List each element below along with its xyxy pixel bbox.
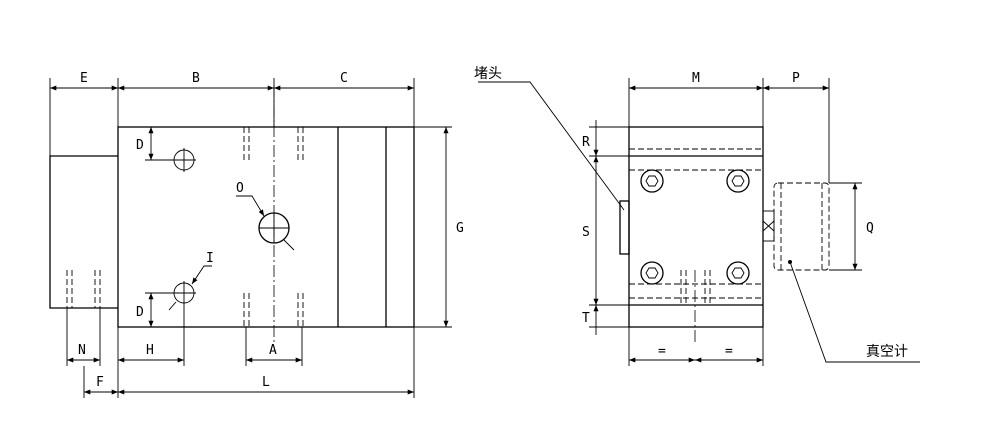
callout-vacuum-gauge: 真空计	[866, 344, 908, 360]
label-g: G	[456, 221, 464, 236]
front-view: E B C D D O I G N H	[49, 71, 464, 398]
label-q: Q	[866, 221, 874, 236]
label-b: B	[192, 71, 200, 86]
label-e: E	[80, 71, 88, 86]
hole-top	[172, 148, 196, 172]
left-protrusion	[49, 155, 118, 309]
bolt-top-left	[640, 169, 664, 193]
label-d-top: D	[136, 138, 144, 153]
label-t: T	[582, 311, 590, 326]
leader-i-tail	[168, 301, 177, 311]
label-eq-left: =	[658, 344, 666, 359]
label-i: I	[206, 251, 214, 266]
leader-i	[191, 265, 212, 285]
label-p: P	[792, 71, 800, 86]
label-f: F	[96, 375, 104, 390]
label-r: R	[582, 135, 590, 150]
leader-plug	[478, 81, 625, 211]
connector-nut	[762, 210, 775, 242]
label-c: C	[340, 71, 348, 86]
label-n: N	[78, 343, 86, 358]
label-h: H	[146, 343, 154, 358]
leader-vacuum-gauge	[789, 261, 920, 363]
bolt-top-right	[726, 169, 750, 193]
label-s: S	[582, 225, 590, 240]
label-a: A	[269, 343, 277, 358]
vacuum-gauge-body	[773, 182, 830, 271]
label-eq-right: =	[725, 344, 733, 359]
hole-bottom	[172, 281, 196, 305]
bolt-bottom-right	[726, 261, 750, 285]
bolt-bottom-left	[640, 261, 664, 285]
leader-o	[236, 195, 265, 217]
label-m: M	[692, 71, 700, 86]
callout-plug: 堵头	[474, 66, 502, 82]
leader-o-tail	[283, 239, 295, 251]
side-body-outline	[628, 126, 764, 328]
port-o	[258, 212, 290, 244]
plug	[619, 200, 630, 255]
main-body-outline	[117, 126, 415, 328]
label-o: O	[236, 181, 244, 196]
label-d-bottom: D	[136, 305, 144, 320]
label-l: L	[262, 375, 270, 390]
side-view: M P R S T Q = = 堵头 真空计	[474, 66, 920, 366]
